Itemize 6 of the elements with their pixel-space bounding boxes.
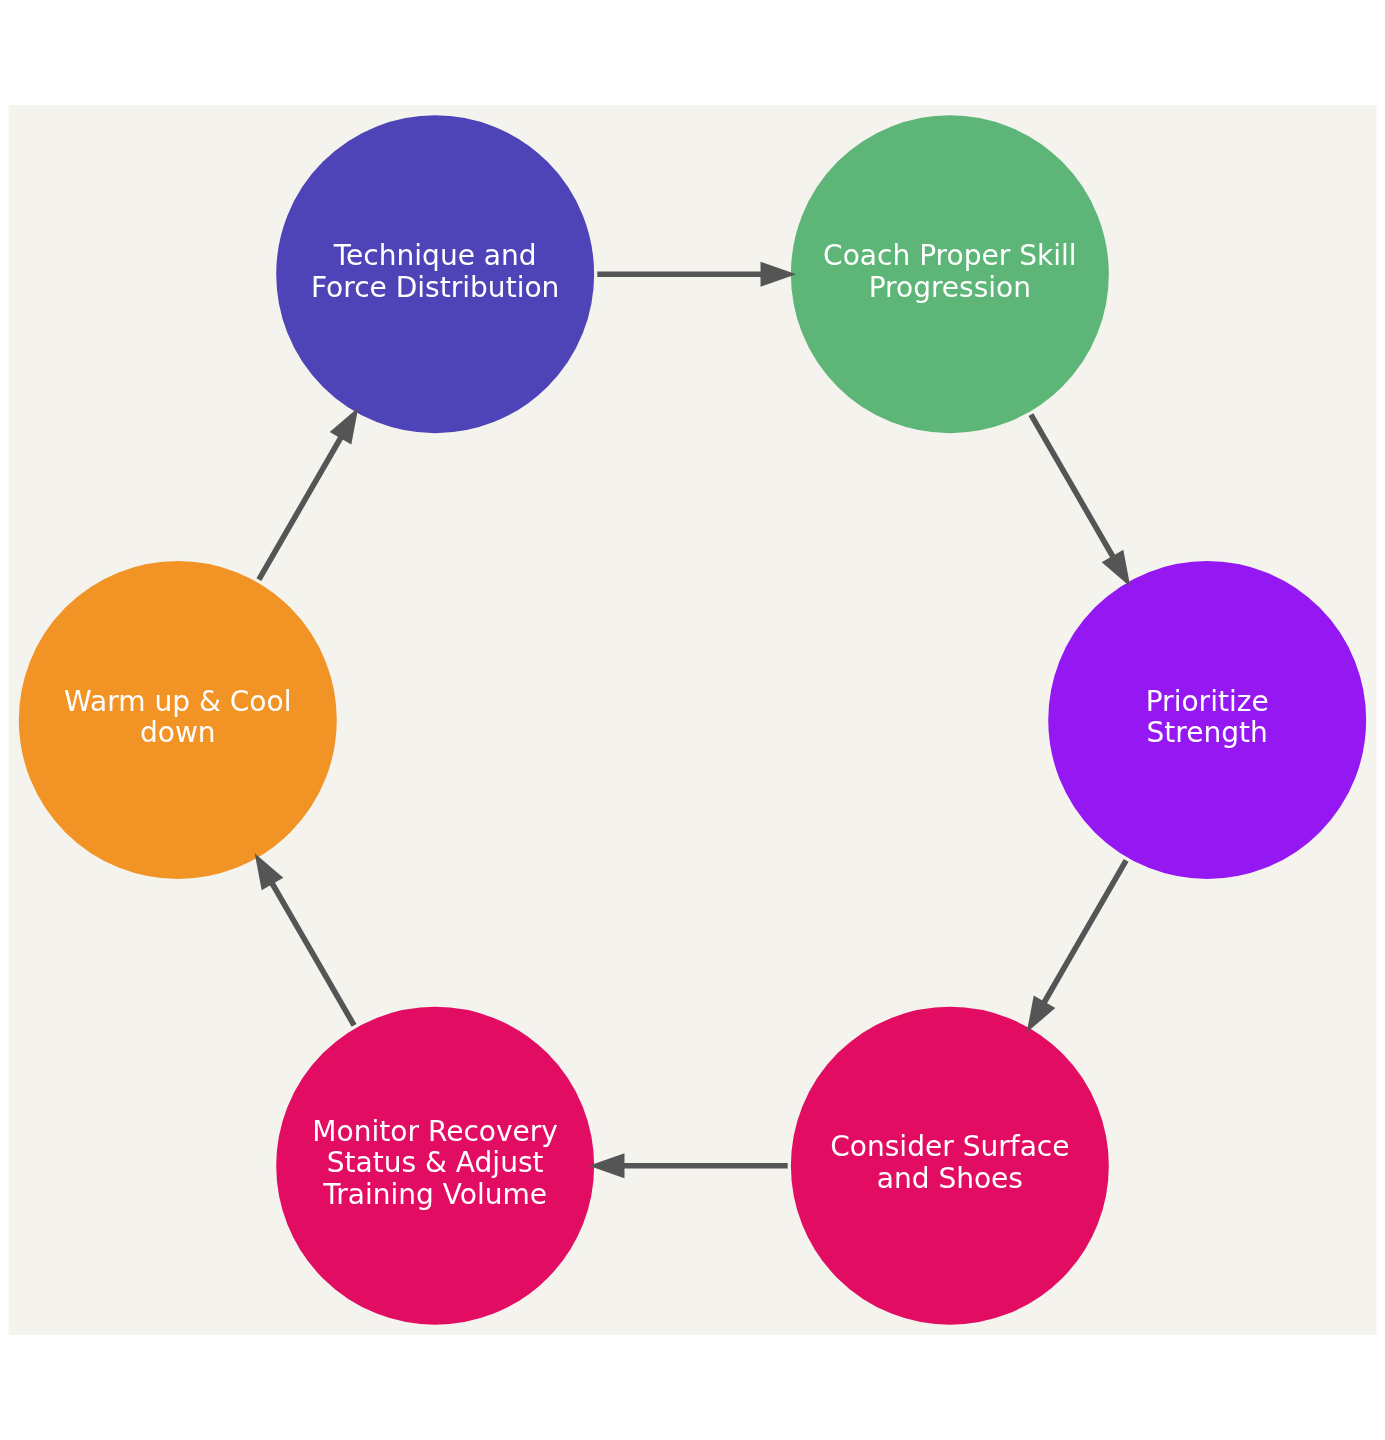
arrow (1028, 413, 1131, 587)
arrow (1026, 859, 1129, 1033)
arrow (254, 853, 357, 1027)
arrow (588, 1153, 788, 1179)
arrow (597, 261, 797, 287)
arrow (256, 407, 359, 581)
